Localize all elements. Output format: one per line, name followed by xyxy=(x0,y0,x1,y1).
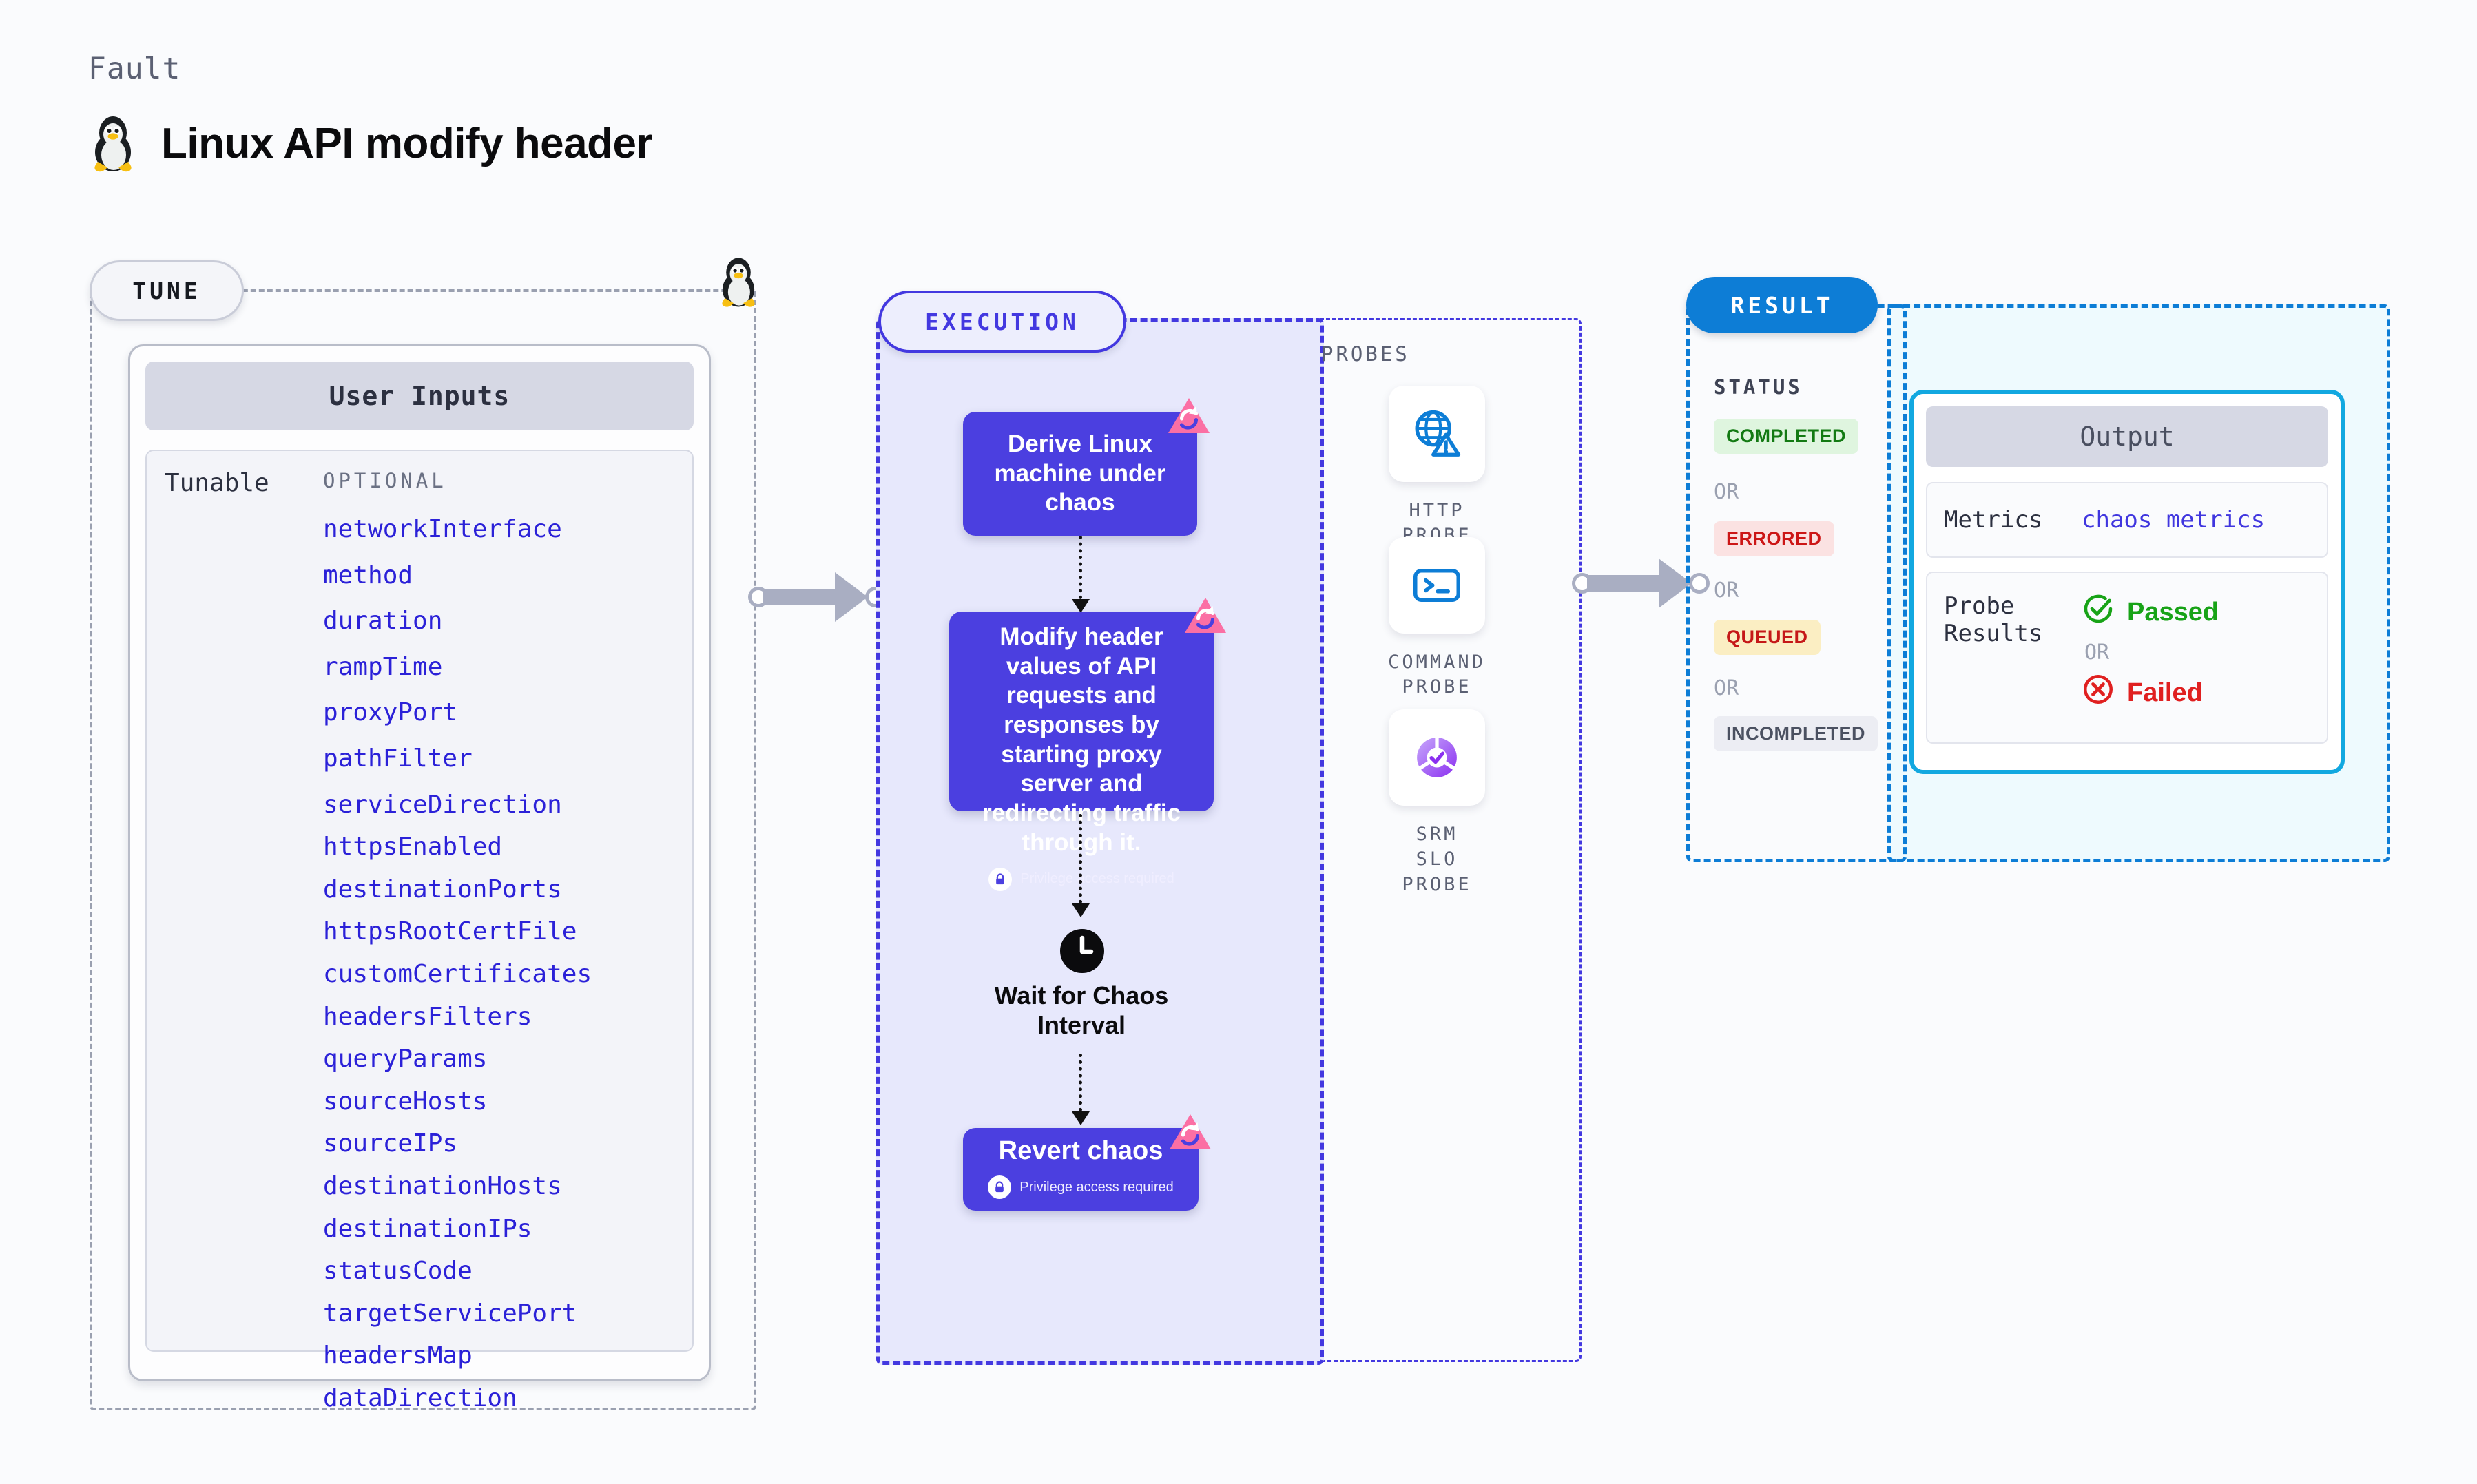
clock-icon xyxy=(1058,927,1106,979)
tunable-item[interactable]: rampTime xyxy=(323,652,443,681)
execution-node-wait-label: Wait for Chaos Interval xyxy=(994,981,1169,1040)
linux-penguin-icon xyxy=(88,114,138,173)
privilege-badge: Privilege access required xyxy=(988,1175,1174,1199)
probe-command-label: COMMAND PROBE xyxy=(1388,651,1486,698)
tunable-item[interactable]: duration xyxy=(323,607,443,636)
execution-node-revert-chaos-label: Revert chaos xyxy=(998,1136,1163,1165)
execution-node-revert-chaos[interactable]: Revert chaos Privilege access required xyxy=(963,1114,1211,1211)
tunable-item[interactable]: pathFilter xyxy=(323,744,473,773)
probe-http[interactable]: HTTP PROBE xyxy=(1389,386,1485,549)
tunable-item[interactable]: destinationHosts xyxy=(323,1171,562,1200)
tunable-item[interactable]: serviceDirection xyxy=(323,790,562,819)
metrics-label: Metrics xyxy=(1944,506,2043,534)
result-pill[interactable]: RESULT xyxy=(1686,277,1878,333)
lock-icon xyxy=(988,867,1013,891)
metrics-row: Metrics chaos metrics xyxy=(1926,482,2328,558)
probe-result-passed-label: Passed xyxy=(2127,597,2219,627)
tunable-section: Tunable OPTIONAL networkInterface method d… xyxy=(145,450,694,1412)
terminal-icon xyxy=(1389,537,1485,634)
privilege-badge: Privilege access required xyxy=(988,867,1174,891)
status-badge-errored: ERRORED xyxy=(1714,521,1834,556)
status-badge-incompleted: INCOMPLETED xyxy=(1714,716,1878,751)
or-label: OR xyxy=(1714,480,1739,504)
probe-results-row: Probe Results Passed OR xyxy=(1926,572,2328,744)
tunable-item[interactable]: queryParams xyxy=(323,1045,488,1074)
fault-kicker: Fault xyxy=(88,52,181,86)
tunable-item[interactable]: headersFilters xyxy=(323,1002,532,1031)
probe-srm-slo[interactable]: SRM SLO PROBE xyxy=(1389,709,1485,897)
slo-donut-check-icon xyxy=(1389,709,1485,806)
probes-title: PROBES xyxy=(1321,342,1410,366)
execution-node-derive[interactable]: Derive Linux machine under chaos xyxy=(963,398,1210,536)
lock-icon xyxy=(988,1175,1012,1199)
tunable-item[interactable]: httpsRootCertFile xyxy=(323,917,577,946)
tunable-item[interactable]: headersMap xyxy=(323,1341,473,1370)
tune-region xyxy=(90,289,756,1410)
probe-result-failed-label: Failed xyxy=(2127,678,2203,707)
flow-arrow-1 xyxy=(1072,536,1090,613)
tunable-item[interactable]: destinationPorts xyxy=(323,875,562,903)
status-badge-completed: COMPLETED xyxy=(1714,419,1859,454)
metrics-value[interactable]: chaos metrics xyxy=(2082,506,2266,534)
tunable-item[interactable]: sourceIPs xyxy=(323,1129,458,1158)
page-title: Linux API modify header xyxy=(161,119,653,167)
probe-command[interactable]: COMMAND PROBE xyxy=(1388,537,1486,700)
connector-tune-to-execution xyxy=(748,572,886,623)
status-badge-queued: QUEUED xyxy=(1714,620,1821,655)
user-inputs-card: User Inputs Tunable OPTIONAL networkInte… xyxy=(128,344,711,1412)
globe-warning-icon xyxy=(1389,386,1485,482)
revert-corner-icon xyxy=(1185,598,1226,633)
privilege-badge-label: Privilege access required xyxy=(1019,1179,1174,1195)
check-circle-icon xyxy=(2082,592,2115,632)
tunable-list: OPTIONAL networkInterface method duration r… xyxy=(323,469,692,1412)
user-inputs-title: User Inputs xyxy=(145,362,694,430)
tunable-item[interactable]: customCertificates xyxy=(323,959,592,988)
privilege-badge-label: Privilege access required xyxy=(1020,871,1174,887)
probe-result-failed: Failed xyxy=(2082,673,2219,713)
tunable-item[interactable]: method xyxy=(323,561,413,589)
probe-srm-slo-label: SRM SLO PROBE xyxy=(1402,824,1472,895)
tunable-item[interactable]: proxyPort xyxy=(323,698,458,727)
flow-arrow-2 xyxy=(1072,814,1090,917)
revert-corner-icon xyxy=(1168,398,1210,433)
tunable-item[interactable]: sourceHosts xyxy=(323,1087,488,1116)
flow-arrow-3 xyxy=(1072,1054,1090,1125)
tunable-item[interactable]: httpsEnabled xyxy=(323,833,503,861)
execution-node-modify-header-label: Modify header values of API requests and… xyxy=(982,623,1181,856)
execution-pill[interactable]: EXECUTION xyxy=(878,291,1126,353)
tunable-item[interactable]: networkInterface xyxy=(323,515,562,543)
probe-results-label: Probe Results xyxy=(1944,592,2043,647)
or-label: OR xyxy=(1714,578,1739,603)
output-title: Output xyxy=(1926,406,2328,467)
revert-corner-icon xyxy=(1170,1114,1211,1149)
linux-penguin-marker-icon xyxy=(716,255,760,309)
tunable-item[interactable]: dataDirection xyxy=(323,1383,517,1412)
execution-node-derive-label: Derive Linux machine under chaos xyxy=(994,430,1166,516)
tunable-label: Tunable xyxy=(165,469,269,497)
page-title-row: Linux API modify header xyxy=(88,114,653,173)
tunable-item[interactable]: destinationIPs xyxy=(323,1214,532,1243)
x-circle-icon xyxy=(2082,673,2115,713)
tunable-item[interactable]: targetServicePort xyxy=(323,1299,577,1328)
optional-label: OPTIONAL xyxy=(323,469,447,492)
status-title: STATUS xyxy=(1714,375,1803,399)
probes-region xyxy=(1302,318,1582,1362)
or-label: OR xyxy=(2084,640,2110,665)
tunable-item[interactable]: statusCode xyxy=(323,1257,473,1286)
output-card: Output Metrics chaos metrics Probe Resul… xyxy=(1909,390,2345,774)
execution-node-modify-header[interactable]: Modify header values of API requests and… xyxy=(949,598,1226,891)
probe-result-passed: Passed xyxy=(2082,592,2219,632)
tune-pill[interactable]: TUNE xyxy=(90,260,244,321)
or-label: OR xyxy=(1714,676,1739,700)
connector-execution-to-result xyxy=(1572,558,1710,609)
